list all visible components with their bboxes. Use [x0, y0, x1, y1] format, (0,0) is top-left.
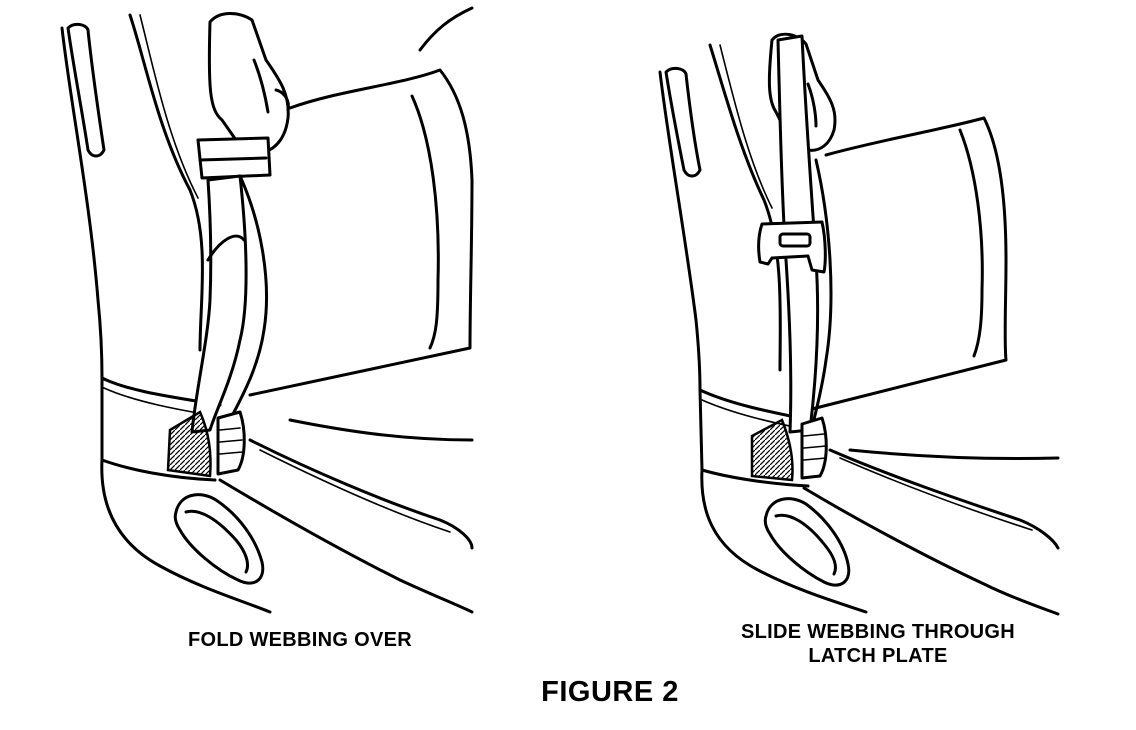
illustration-slide-webbing: [640, 0, 1060, 620]
caption-fold-webbing: FOLD WEBBING OVER: [188, 629, 412, 651]
caption-slide-webbing: SLIDE WEBBING THROUGH LATCH PLATE: [740, 621, 1016, 667]
webbing-strap: [190, 174, 248, 434]
cupholder: [173, 493, 265, 585]
buckle-stalk: [800, 416, 828, 480]
figure-title: FIGURE 2: [541, 676, 679, 708]
buckle-base: [166, 410, 212, 478]
seat-side-panel: [60, 26, 104, 462]
illustration-fold-webbing: [40, 0, 480, 620]
seat-back: [248, 68, 474, 397]
seat-handle: [664, 66, 702, 178]
seat-handle: [66, 22, 106, 158]
seat-back: [798, 116, 1008, 414]
hand: [207, 12, 290, 154]
buckle-stalk: [216, 410, 246, 476]
buckle-base: [750, 418, 794, 482]
cupholder: [763, 497, 851, 587]
seat-side-panel: [658, 70, 704, 472]
